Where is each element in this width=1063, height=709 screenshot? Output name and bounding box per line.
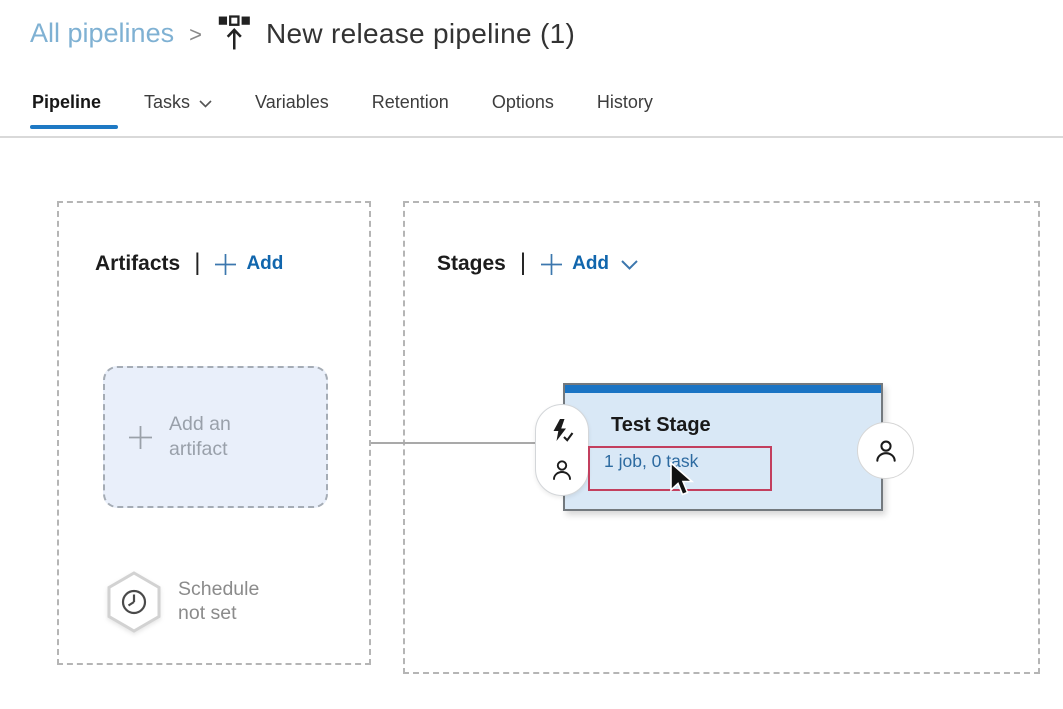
- add-stage-button[interactable]: Add: [540, 253, 638, 276]
- chevron-down-icon: [199, 99, 212, 108]
- stages-title: Stages: [437, 252, 506, 275]
- lightning-icon: [553, 419, 573, 442]
- add-stage-label: Add: [572, 253, 610, 274]
- add-an-artifact-label: Add an artifact: [169, 412, 231, 460]
- tab-bar-divider: [0, 136, 1063, 138]
- divider: |: [194, 249, 201, 276]
- page-title: New release pipeline (1): [265, 17, 576, 49]
- person-icon: [553, 460, 571, 480]
- divider: |: [519, 249, 527, 276]
- post-deployment-conditions-button[interactable]: [857, 422, 914, 479]
- schedule-trigger[interactable]: Schedule not set: [107, 571, 288, 633]
- active-tab-underline: [30, 125, 118, 129]
- tab-options[interactable]: Options: [492, 92, 554, 113]
- artifacts-title: Artifacts: [95, 252, 181, 275]
- plus-icon: [129, 425, 152, 449]
- breadcrumb: All pipelines > New release pipeline (1): [30, 12, 575, 55]
- stages-header: Stages | Add: [437, 247, 638, 281]
- tab-options-label: Options: [491, 92, 554, 112]
- schedule-not-set-label: Schedule not set: [178, 578, 260, 624]
- stages-panel: Stages | Add: [403, 201, 1040, 674]
- person-icon: [875, 440, 896, 462]
- tab-tasks-label: Tasks: [144, 92, 191, 112]
- artifact-stage-connector-line: [371, 442, 546, 444]
- tab-variables[interactable]: Variables: [255, 92, 329, 113]
- tab-pipeline-label: Pipeline: [32, 92, 102, 112]
- tab-bar: Pipeline Tasks Variables Retention Optio…: [32, 92, 653, 113]
- pre-deployment-conditions-button[interactable]: [535, 404, 589, 496]
- breadcrumb-all-pipelines-link[interactable]: All pipelines: [30, 18, 175, 48]
- breadcrumb-separator: >: [189, 21, 202, 47]
- stage-name: Test Stage: [611, 414, 711, 436]
- plus-icon: [541, 253, 563, 275]
- tab-retention-label: Retention: [371, 92, 449, 112]
- artifacts-header: Artifacts | Add: [95, 247, 283, 281]
- stage-card-test-stage[interactable]: Test Stage 1 job, 0 task: [563, 383, 883, 511]
- add-artifact-button[interactable]: Add: [214, 253, 283, 276]
- schedule-clock-icon: [107, 571, 161, 633]
- tab-tasks[interactable]: Tasks: [144, 92, 212, 113]
- stage-card-topbar: [565, 385, 881, 393]
- release-pipeline-icon: [217, 12, 251, 55]
- tab-history-label: History: [596, 92, 653, 112]
- add-artifact-label: Add: [246, 253, 284, 274]
- tab-pipeline[interactable]: Pipeline: [32, 92, 101, 113]
- plus-icon: [215, 253, 237, 275]
- add-an-artifact-dropzone[interactable]: Add an artifact: [103, 366, 328, 508]
- tab-history[interactable]: History: [597, 92, 653, 113]
- tab-variables-label: Variables: [255, 92, 329, 112]
- chevron-down-icon: [621, 260, 638, 270]
- tab-retention[interactable]: Retention: [372, 92, 449, 113]
- artifacts-panel: Artifacts | Add Add an artifact Schedule…: [57, 201, 371, 665]
- stage-job-task-link[interactable]: 1 job, 0 task: [604, 451, 699, 471]
